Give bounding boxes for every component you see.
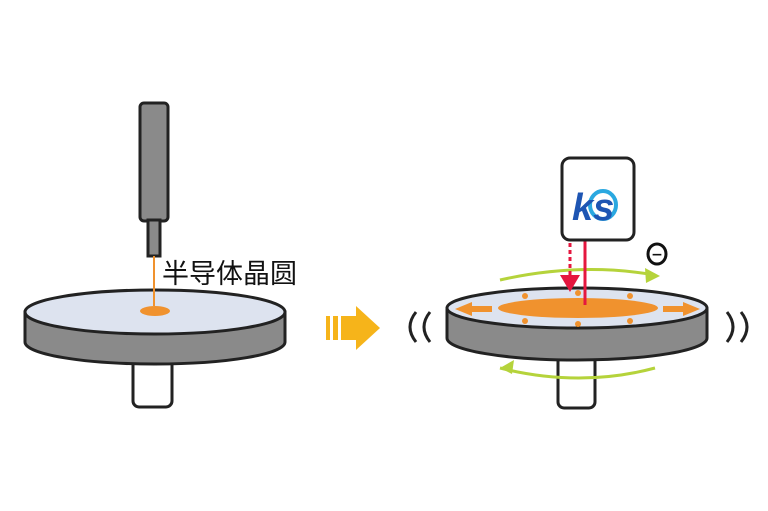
- vibration-left-icon: [408, 311, 432, 343]
- wafer-label: 半导体晶圆: [162, 259, 297, 290]
- negative-charge-icon: −: [646, 242, 668, 266]
- vibration-right-icon: [725, 311, 749, 343]
- logo-ring: [588, 189, 618, 221]
- process-arrow-icon: [326, 306, 380, 350]
- svg-text:−: −: [651, 247, 663, 263]
- dispense-nozzle: [138, 101, 170, 306]
- rotation-arrow-top: [499, 268, 656, 282]
- left-spin-chuck: [23, 288, 287, 409]
- ks-logo: ks: [572, 187, 614, 229]
- spread-photoresist: [498, 298, 658, 318]
- ks-sensor-box: ks: [560, 156, 636, 242]
- right-spin-chuck: [445, 268, 709, 410]
- sensor-beams: [560, 240, 587, 305]
- photoresist-drop: [140, 306, 170, 316]
- rotation-arrow-bottom: [499, 366, 656, 380]
- spread-arrows: [455, 290, 700, 327]
